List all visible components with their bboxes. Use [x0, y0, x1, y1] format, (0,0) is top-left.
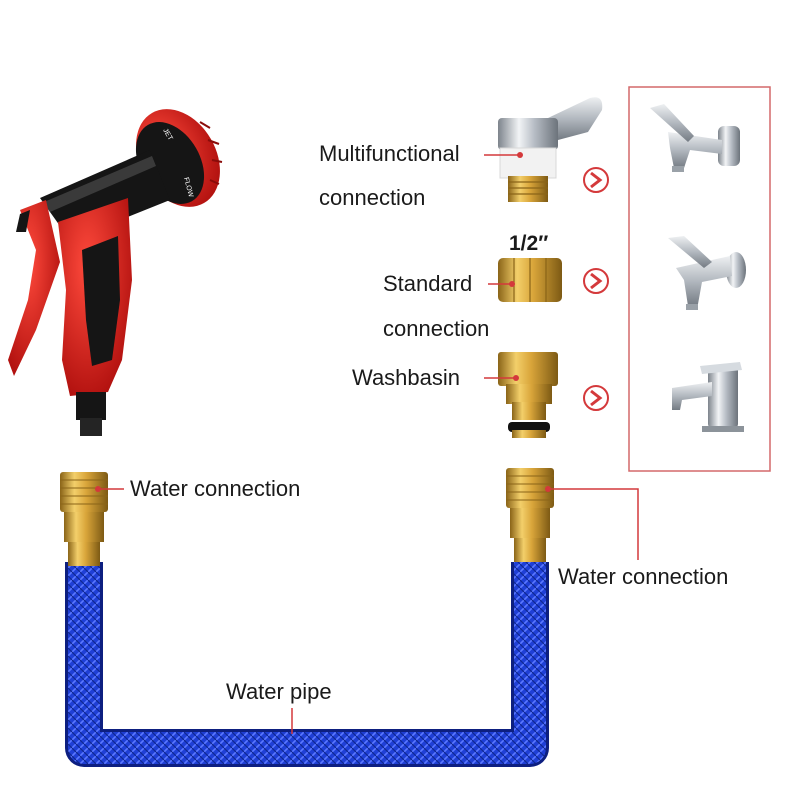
arrow-right-icon	[583, 268, 609, 294]
wall-faucet-icon	[668, 236, 746, 310]
wall-faucet-icon	[650, 104, 740, 172]
label-water-connection-left: Water connection	[130, 476, 301, 501]
water-pipe	[68, 562, 546, 764]
arrow-right-icon	[583, 167, 609, 193]
quick-connector-icon	[498, 352, 558, 438]
brass-fitting-right	[506, 468, 554, 562]
label-water-pipe: Water pipe	[226, 679, 332, 704]
leader-lines	[98, 154, 639, 734]
label-multifunctional-connection: connection	[319, 185, 426, 210]
brass-fitting-left	[60, 472, 108, 566]
arrow-right-icon	[583, 385, 609, 411]
threaded-adapter-icon	[498, 258, 562, 302]
nozzle-mark: CONE	[176, 206, 185, 227]
label-washbasin: Washbasin	[352, 365, 461, 390]
label-standard: Standard	[383, 271, 473, 296]
tap-adapter-icon	[498, 97, 603, 202]
spray-gun-icon: JET FLOW CONE	[8, 109, 223, 436]
label-standard-connection: connection	[383, 316, 490, 341]
leader-dots	[95, 152, 551, 492]
faucet-panel-frame	[628, 86, 771, 472]
label-size: 1/2″	[509, 232, 549, 255]
basin-faucet-icon	[672, 362, 744, 432]
water-pipe-outline	[65, 562, 549, 767]
label-multifunctional: Multifunctional	[319, 141, 460, 166]
label-water-connection-right: Water connection	[558, 564, 729, 589]
